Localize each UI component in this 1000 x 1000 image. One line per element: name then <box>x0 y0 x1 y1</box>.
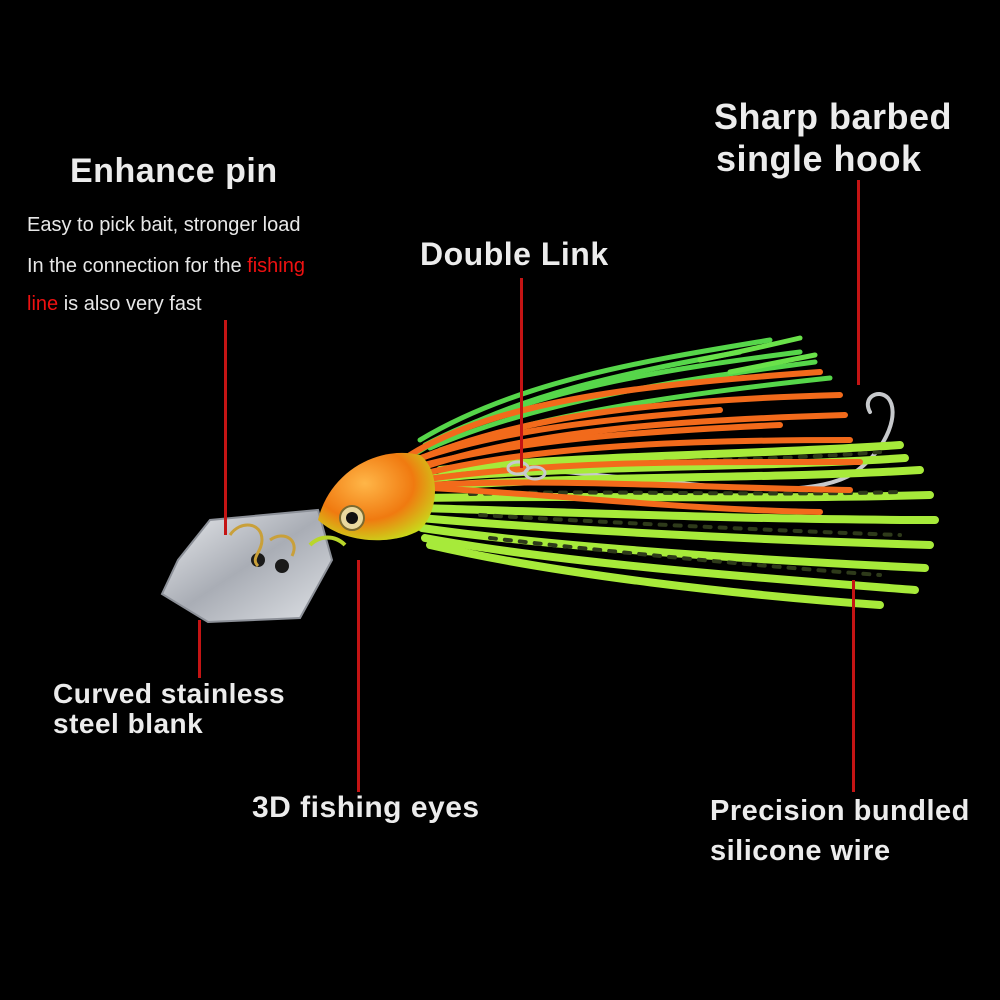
hook-label-line2: single hook <box>716 138 922 179</box>
double-link-label: Double Link <box>420 236 609 272</box>
leader-line-silicone <box>852 580 855 792</box>
fishing-highlight: fishing <box>247 255 305 277</box>
enhance-pin-desc-line1: Easy to pick bait, stronger load <box>27 214 301 236</box>
enhance-pin-desc-line2-text: In the connection for the <box>27 255 248 277</box>
line-highlight: line <box>27 293 59 315</box>
leader-line-eyes <box>357 560 360 792</box>
leader-line-hook <box>857 180 860 385</box>
silicone-label-line2: silicone wire <box>710 835 891 867</box>
enhance-pin-desc-line3: line is also very fast <box>27 294 202 314</box>
jig-head <box>318 452 435 541</box>
hook-label-line1: Sharp barbed <box>714 96 953 137</box>
orange-skirt <box>407 369 863 515</box>
blade-label-line2: steel blank <box>53 708 204 739</box>
double-link <box>506 460 547 481</box>
leader-line-blade <box>198 620 201 678</box>
silicone-skirt-lower <box>416 441 939 609</box>
enhance-pin-title: Enhance pin <box>70 152 278 190</box>
enhance-pin-desc-line3-text: is also very fast <box>58 293 202 315</box>
green-skirt-tips <box>697 335 818 375</box>
eyes-label: 3D fishing eyes <box>252 791 480 824</box>
steel-blade <box>160 508 334 624</box>
silicone-label-line1: Precision bundled <box>710 795 970 827</box>
enhance-pin-desc-line2: In the connection for the fishing <box>27 256 305 276</box>
blade-label-line1: Curved stainless <box>53 678 286 709</box>
line-tie <box>308 535 347 547</box>
leader-line-enhance-pin <box>224 320 227 535</box>
leader-line-double-link <box>520 278 523 468</box>
